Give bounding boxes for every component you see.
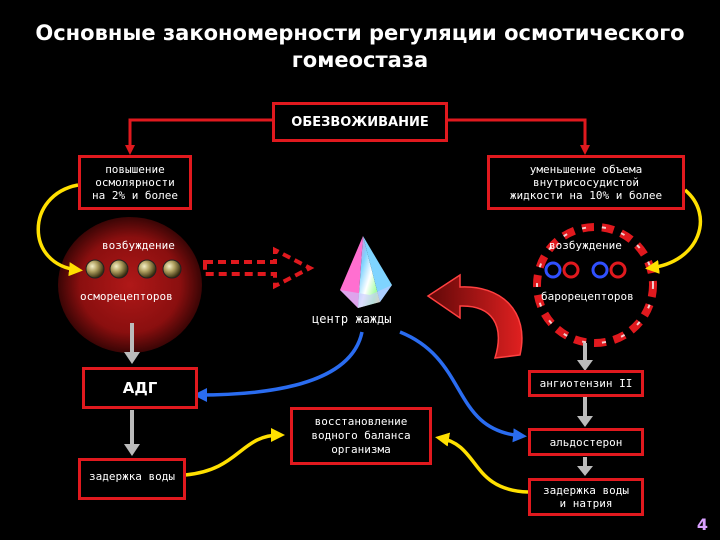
volume-line-3: жидкости на 10% и более <box>509 189 663 202</box>
slide-title: Основные закономерности регуляции осмоти… <box>0 20 720 74</box>
arrow-angiotensin-to-aldosterone-head <box>577 416 593 427</box>
baroreceptor-circles <box>544 261 627 279</box>
dehydration-label: ОБЕЗВОЖИВАНИЕ <box>291 114 429 130</box>
volume-box: уменьшение объема внутрисосудистой жидко… <box>487 155 685 210</box>
angiotensin-label: ангиотензин II <box>539 377 633 390</box>
osmolarity-line-1: повышение <box>105 163 165 176</box>
water-retention-label: задержка воды <box>88 470 176 483</box>
aldosterone-box: альдостерон <box>528 428 644 456</box>
arrow-osmoreceptor-to-adh-head <box>124 352 140 364</box>
connector-dehydration-left <box>125 118 272 155</box>
connector-volume-to-receptors <box>645 188 703 274</box>
water-sodium-line-2: и натрия <box>559 497 613 510</box>
arrow-adh-to-water-retention-head <box>124 444 140 456</box>
connector-dehydration-right <box>448 118 590 155</box>
osmoreceptor-to-thirst-arrow <box>203 246 315 290</box>
excitation-left-label: возбуждение <box>102 239 175 252</box>
volume-line-1: уменьшение объема <box>529 163 643 176</box>
connector-water-retention-to-restoration <box>184 428 285 477</box>
excitation-right-label: возбуждение <box>549 239 622 252</box>
restoration-line-2: водного баланса <box>311 429 411 442</box>
slide-title-line-2: гомеостаза <box>291 48 429 72</box>
slide-number: 4 <box>696 515 708 534</box>
angiotensin-box: ангиотензин II <box>528 370 644 397</box>
osmolarity-line-3: на 2% и более <box>91 189 179 202</box>
adh-box: АДГ <box>82 367 198 409</box>
arrow-baroreceptor-to-angiotensin-head <box>577 360 593 371</box>
water-retention-box: задержка воды <box>78 458 186 500</box>
restoration-box: восстановление водного баланса организма <box>290 407 432 465</box>
restoration-line-3: организма <box>331 443 391 456</box>
thirst-center-label: центр жажды <box>312 312 392 326</box>
dehydration-box: ОБЕЗВОЖИВАНИЕ <box>272 102 448 142</box>
restoration-line-1: восстановление <box>314 415 408 428</box>
osmoreceptor-beads <box>85 259 182 279</box>
connector-osmolarity-to-receptors <box>36 183 83 277</box>
baroreceptor-ring-highlight <box>536 226 654 344</box>
arrow-aldosterone-to-water-sodium-head <box>577 466 593 476</box>
volume-line-2: внутрисосудистой <box>533 176 639 189</box>
baroreceptors-label: барорецепторов <box>541 290 634 303</box>
adh-label: АДГ <box>122 379 158 397</box>
aldosterone-label: альдостерон <box>549 435 623 449</box>
osmolarity-line-2: осмолярности <box>95 176 175 189</box>
water-sodium-line-1: задержка воды <box>542 484 630 497</box>
thirst-center-prism <box>340 236 392 308</box>
osmolarity-box: повышение осмолярности на 2% и более <box>78 155 192 210</box>
osmoreceptor-cell-shape <box>58 217 202 353</box>
baroreceptor-to-thirst-arrow <box>426 273 523 359</box>
slide-title-line-1: Основные закономерности регуляции осмоти… <box>35 21 685 45</box>
osmoreceptors-label: осморецепторов <box>80 290 173 303</box>
water-sodium-retention-box: задержка воды и натрия <box>528 478 644 516</box>
connector-thirst-to-adh <box>193 331 364 402</box>
connector-water-sodium-to-restoration <box>435 432 529 494</box>
connector-thirst-to-aldosterone <box>399 330 527 443</box>
